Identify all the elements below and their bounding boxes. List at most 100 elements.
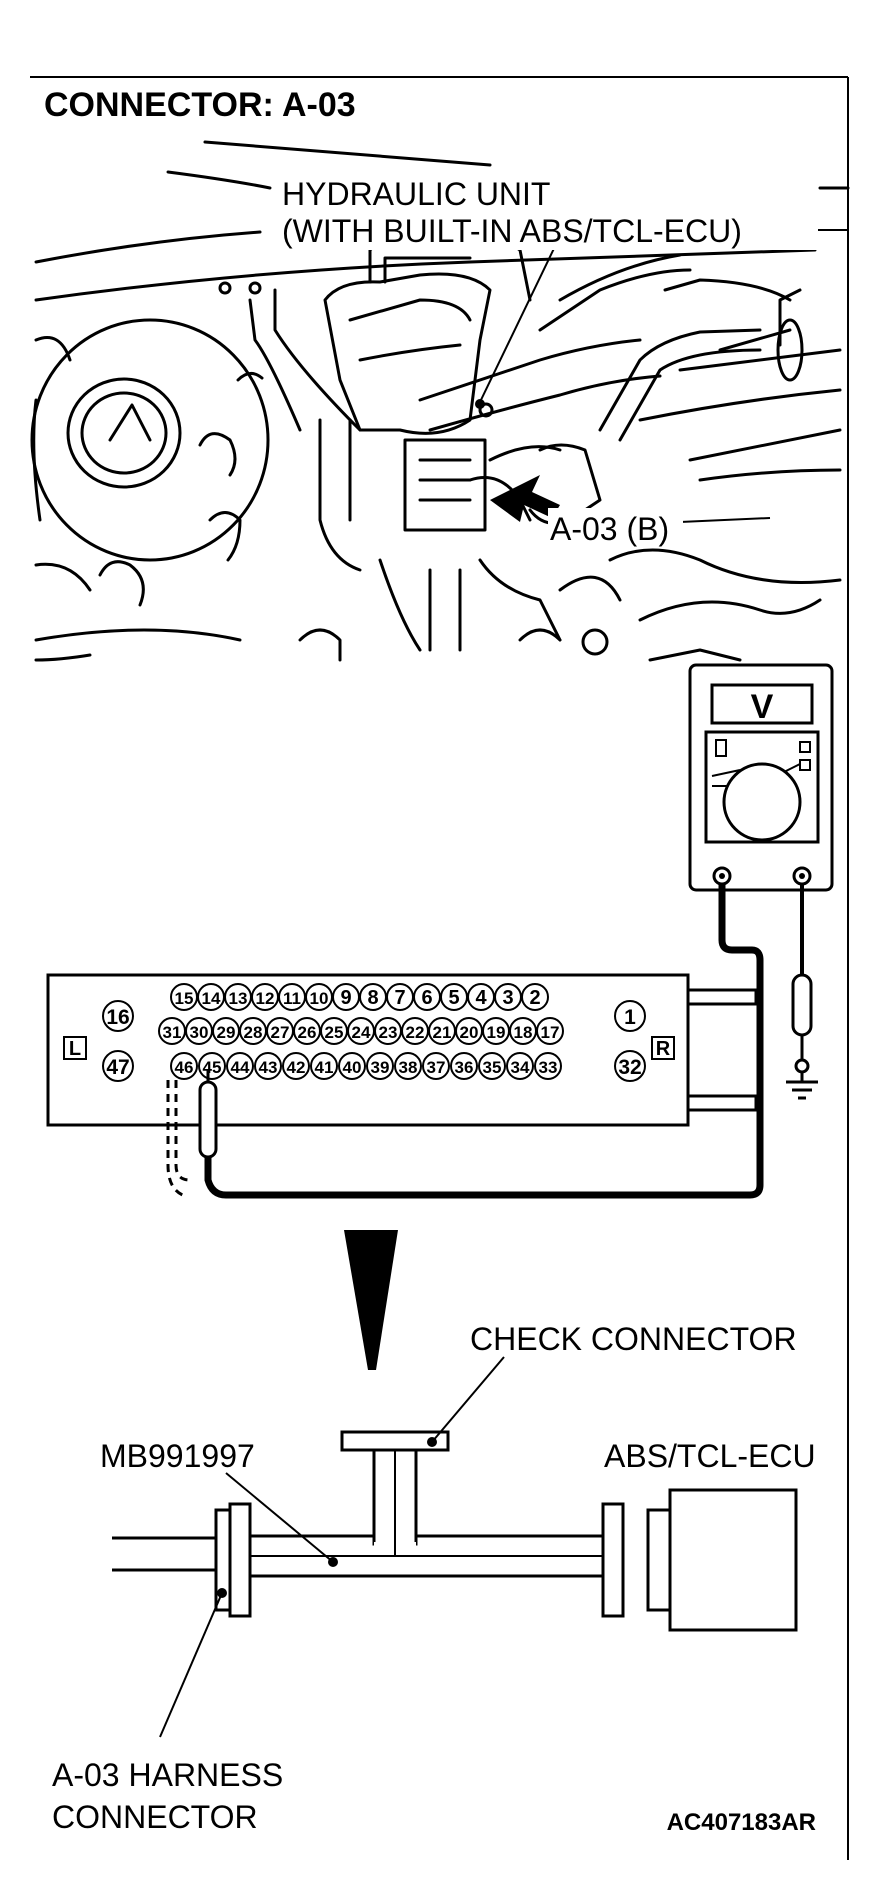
pin-26: 26 xyxy=(298,1023,317,1042)
connector-tab-top xyxy=(686,988,758,1006)
pin-46: 46 xyxy=(175,1058,194,1077)
pin-circle-44 xyxy=(226,1052,254,1080)
pin-30: 30 xyxy=(190,1023,209,1042)
pin-21: 21 xyxy=(433,1023,452,1042)
pin-32: 32 xyxy=(618,1056,641,1079)
tool-right-plug xyxy=(601,1502,625,1618)
connector-tab-bottom xyxy=(686,1094,758,1112)
pin-circle-34 xyxy=(506,1052,534,1080)
pin-24: 24 xyxy=(352,1023,371,1042)
ground-probe xyxy=(791,973,813,1037)
pin-22: 22 xyxy=(406,1023,425,1042)
figure-code: AC407183AR xyxy=(667,1809,816,1836)
pin-2: 2 xyxy=(529,987,540,1009)
down-arrow-icon xyxy=(344,1230,398,1370)
pin-3: 3 xyxy=(502,987,513,1009)
pin-14: 14 xyxy=(202,989,221,1008)
special-tool-harness xyxy=(112,1430,798,1632)
engine-bay-illustration xyxy=(30,140,850,662)
pin-35: 35 xyxy=(483,1058,502,1077)
connector-left-marker: L xyxy=(69,1038,81,1060)
pin-11: 11 xyxy=(283,989,301,1008)
pin-circle-45 xyxy=(198,1052,226,1080)
pin-circle-38 xyxy=(394,1052,422,1080)
pin-40: 40 xyxy=(343,1058,362,1077)
pin-33: 33 xyxy=(539,1058,558,1077)
harness-label-line-1: A-03 HARNESS xyxy=(52,1757,283,1793)
pin-circle-37 xyxy=(422,1052,450,1080)
check-connector-label: CHECK CONNECTOR xyxy=(470,1321,797,1357)
connector-callout-label: A-03 (B) xyxy=(550,511,669,547)
harness-leader xyxy=(159,1592,223,1738)
pin-31: 31 xyxy=(163,1023,182,1042)
pin-15: 15 xyxy=(175,989,194,1008)
dashed-probe-outline xyxy=(166,1080,191,1198)
pin-23: 23 xyxy=(379,1023,398,1042)
pin-4: 4 xyxy=(475,987,487,1009)
positive-test-lead xyxy=(204,884,764,1199)
test-probe xyxy=(198,1080,218,1159)
pin-47: 47 xyxy=(106,1056,129,1079)
pin-18: 18 xyxy=(514,1023,533,1042)
harness-label-line-2: CONNECTOR xyxy=(52,1799,258,1835)
hydraulic-unit-label-line-1: HYDRAULIC UNIT xyxy=(282,176,550,212)
pin-9: 9 xyxy=(340,987,351,1009)
hydraulic-unit-label-line-2: (WITH BUILT-IN ABS/TCL-ECU) xyxy=(282,213,742,249)
pin-17: 17 xyxy=(541,1023,560,1042)
pin-circle-17 xyxy=(536,1017,564,1045)
check-connector-leader xyxy=(431,1356,505,1443)
connector-right-marker: R xyxy=(656,1038,671,1060)
pin-13: 13 xyxy=(229,989,248,1008)
pin-27: 27 xyxy=(271,1023,290,1042)
pin-circle-43 xyxy=(254,1052,282,1080)
ecu-label: ABS/TCL-ECU xyxy=(604,1438,816,1474)
pin-circle-36 xyxy=(450,1052,478,1080)
voltmeter-display xyxy=(710,683,814,725)
pin-20: 20 xyxy=(460,1023,479,1042)
pin-circle-42 xyxy=(282,1052,310,1080)
pin-circle-40 xyxy=(338,1052,366,1080)
voltmeter-symbol: V xyxy=(751,688,774,726)
pin-29: 29 xyxy=(217,1023,236,1042)
tool-leader xyxy=(225,1472,334,1563)
callout-leader xyxy=(679,517,771,523)
pin-42: 42 xyxy=(287,1058,306,1077)
pin-19: 19 xyxy=(487,1023,506,1042)
ground-symbol-icon xyxy=(786,1072,818,1100)
voltmeter: V xyxy=(688,663,834,892)
pin-25: 25 xyxy=(325,1023,344,1042)
pin-10: 10 xyxy=(310,989,329,1008)
voltmeter-dial xyxy=(722,762,802,842)
hydraulic-unit-leader-dot xyxy=(475,399,485,409)
connector-housing xyxy=(46,973,690,1127)
diagram-title: CONNECTOR: A-03 xyxy=(44,86,356,124)
pin-45: 45 xyxy=(203,1058,222,1077)
pin-34: 34 xyxy=(511,1058,530,1077)
connector-arrow-icon xyxy=(490,475,560,522)
pin-7: 7 xyxy=(394,987,405,1009)
pin-circle-39 xyxy=(366,1052,394,1080)
pin-6: 6 xyxy=(421,987,432,1009)
hydraulic-unit-leader xyxy=(479,235,561,403)
pin-41: 41 xyxy=(315,1058,334,1077)
tool-left-plug xyxy=(228,1502,252,1618)
pin-16: 16 xyxy=(106,1006,129,1029)
pin-39: 39 xyxy=(371,1058,390,1077)
pin-37: 37 xyxy=(427,1058,446,1077)
pin-28: 28 xyxy=(244,1023,263,1042)
pin-44: 44 xyxy=(231,1058,250,1077)
pin-43: 43 xyxy=(259,1058,278,1077)
pin-circle-46 xyxy=(170,1052,198,1080)
ecu-connector xyxy=(646,1508,672,1612)
pin-1: 1 xyxy=(624,1006,636,1029)
pin-12: 12 xyxy=(256,989,275,1008)
pin-38: 38 xyxy=(399,1058,418,1077)
pin-36: 36 xyxy=(455,1058,474,1077)
callout-label-bg xyxy=(548,508,683,546)
hydraulic-label-bg xyxy=(278,170,818,250)
pin-circle-41 xyxy=(310,1052,338,1080)
pin-circle-33 xyxy=(534,1052,562,1080)
